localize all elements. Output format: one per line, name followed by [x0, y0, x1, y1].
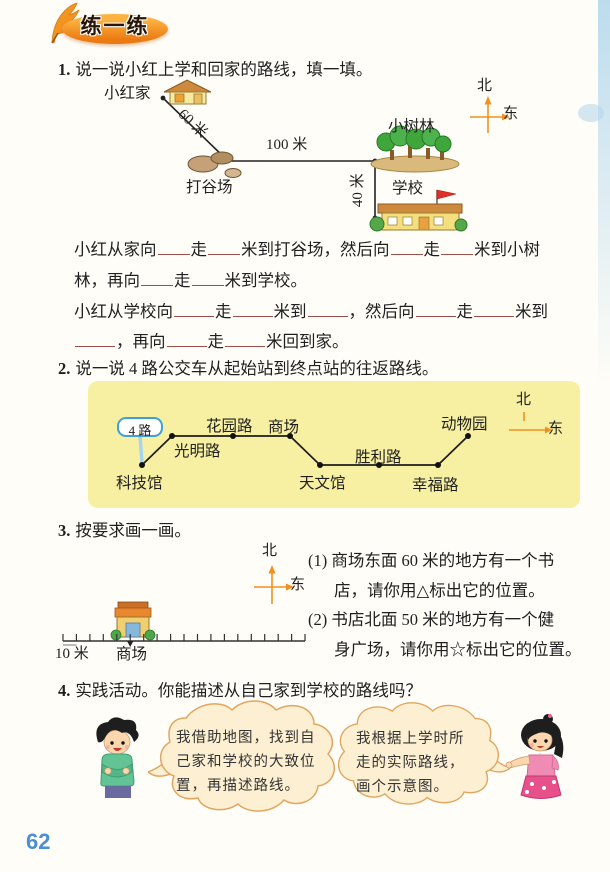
rocks-icon [187, 151, 242, 178]
question-3-text: 按要求画一画。 [75, 521, 191, 540]
home-label: 小红家 [104, 85, 151, 102]
compass-icon-q2 [509, 412, 552, 434]
compass-icon-q3 [254, 565, 294, 604]
scale-label: 10 米 [55, 646, 89, 662]
compass-north-label-q1: 北 [477, 78, 493, 94]
bus-line-sign [117, 417, 163, 437]
question-2-title: 2.说一说 4 路公交车从起始站到终点站的往返路线。 [58, 355, 438, 379]
compass-north-label-q3: 北 [262, 543, 278, 559]
answer-blank [441, 237, 473, 255]
question-1-title: 1.说一说小红上学和回家的路线，填一填。 [58, 56, 372, 80]
question-3-items: (1) 商场东面 60 米的地方有一个书 店，请你用△标出它的位置。 (2) 书… [308, 546, 603, 664]
practice-badge: 练一练 [48, 2, 188, 50]
bus-route-panel [88, 381, 580, 508]
question-4-number: 4. [58, 681, 71, 700]
fill-line: 林，再向走米到学校。 [74, 266, 574, 297]
answer-blank [307, 298, 348, 317]
woods-icon [370, 125, 460, 173]
house-icon [163, 79, 212, 105]
answer-blank [208, 237, 240, 255]
answer-blank [191, 267, 224, 286]
question-4-text: 实践活动。你能描述从自己家到学校的路线吗？ [75, 681, 422, 700]
q3-item-1-line-2: 店，请你用△标出它的位置。 [334, 580, 545, 600]
page-edge-smudge [578, 104, 604, 122]
question-3-title: 3.按要求画一画。 [58, 517, 191, 541]
answer-blank [141, 267, 173, 286]
boy-character [96, 717, 139, 798]
compass-north-label-q2: 北 [516, 392, 532, 408]
station-guangming-road: 光明路 [174, 443, 221, 460]
bus-route-diagram [117, 417, 471, 468]
shop-icon [110, 601, 156, 641]
threshing-ground-label: 打谷场 [186, 179, 233, 196]
school-label: 学校 [392, 180, 424, 197]
station-victory-road: 胜利路 [355, 449, 402, 466]
answer-blank [157, 237, 190, 255]
station-garden-road: 花园路 [206, 418, 253, 435]
answer-blank [390, 237, 423, 255]
distance-40m-label: 40 米 [349, 173, 366, 208]
station-zoo: 动物园 [441, 416, 488, 433]
number-line-diagram [62, 601, 306, 647]
woods-label: 小树林 [388, 118, 435, 135]
badge-ellipse [62, 14, 168, 44]
page-number: 62 [26, 829, 51, 854]
bus-line-label: 4 路 [128, 423, 152, 438]
answer-blank [232, 298, 273, 317]
question-3-number: 3. [58, 521, 71, 540]
q3-item-2-line-1: (2) 书店北面 50 米的地方有一个健 [308, 610, 555, 629]
answer-blank [415, 298, 456, 317]
question-4-title: 4.实践活动。你能描述从自己家到学校的路线吗？ [58, 677, 422, 701]
boy-speech-text: 我借助地图，找到自己家和学校的大致位置，再描述路线。 [176, 730, 316, 794]
distance-100m-label: 100 米 [266, 137, 308, 153]
compass-east-label-q1: 东 [503, 106, 519, 122]
q3-item-2-line-2: 身广场，请你用☆标出它的位置。 [334, 639, 582, 659]
route-map-diagram [160, 79, 468, 232]
question-1-text: 说一说小红上学和回家的路线，填一填。 [75, 60, 373, 79]
mall-label: 商场 [116, 646, 148, 663]
answer-blank [474, 298, 514, 317]
station-science-museum: 科技馆 [116, 475, 163, 492]
q3-item-1-line-1: (1) 商场东面 60 米的地方有一个书 [308, 551, 555, 570]
question-1-number: 1. [58, 60, 71, 79]
fill-line: ，再向走米回到家。 [74, 327, 574, 358]
station-planetarium: 天文馆 [299, 475, 346, 492]
fill-line: 小红从学校向走米到，然后向走米到 [74, 297, 574, 328]
compass-east-label-q2: 东 [548, 421, 564, 437]
answer-blank [166, 329, 207, 348]
girl-character [505, 714, 564, 799]
compass-east-label-q3: 东 [290, 577, 306, 593]
question-2-text: 说一说 4 路公交车从起始站到终点站的往返路线。 [75, 359, 439, 378]
girl-speech-text: 我根据上学时所走的实际路线，画个示意图。 [356, 731, 465, 795]
answer-blank [225, 329, 265, 348]
badge-title: 练一练 [80, 15, 150, 38]
answer-blank [174, 298, 214, 317]
fill-in-blanks: 小红从家向走米到打谷场，然后向走米到小树林，再向走米到学校。小红从学校向走米到，… [74, 235, 574, 358]
mall-position-marker [127, 641, 134, 647]
speech-bubble-boy [148, 700, 336, 812]
question-2-number: 2. [58, 359, 71, 378]
compass-icon-q1 [470, 96, 510, 133]
station-mall: 商场 [268, 419, 300, 436]
answer-blank [75, 329, 115, 348]
fill-line: 小红从家向走米到打谷场，然后向走米到小树 [74, 235, 574, 266]
school-icon [369, 189, 468, 232]
station-happiness-road: 幸福路 [412, 477, 459, 494]
